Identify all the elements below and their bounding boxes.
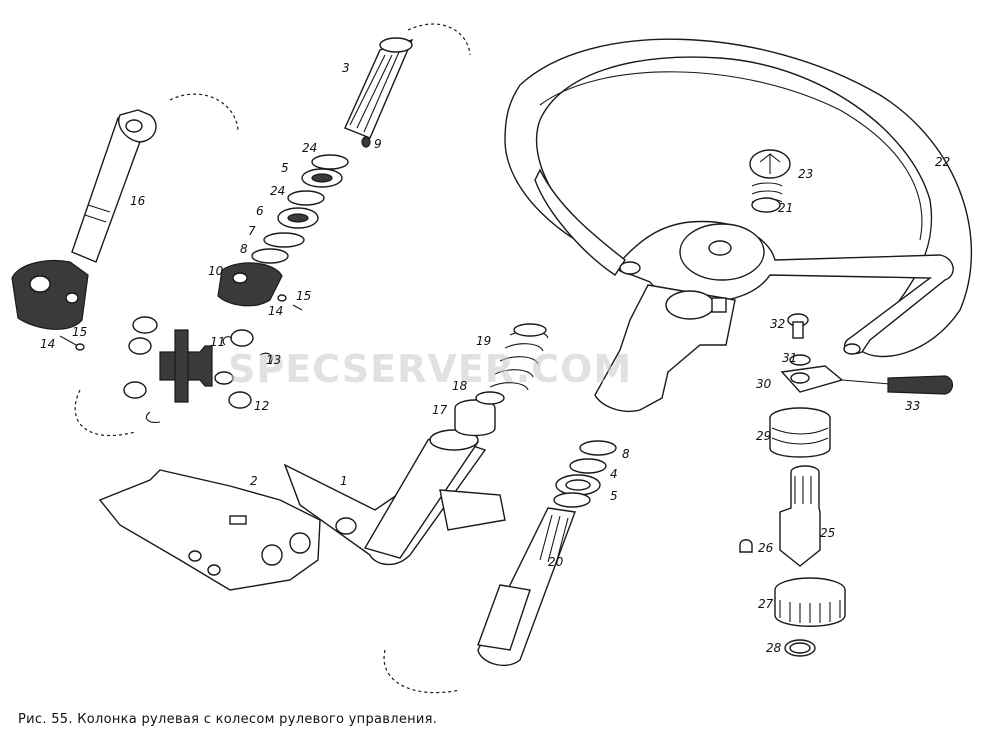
column-upper-housing	[594, 284, 736, 412]
lower-shaft-20	[477, 507, 576, 666]
callout-3: 3	[342, 61, 350, 75]
bolt-14-15-left	[59, 335, 85, 351]
callout-2: 2	[250, 474, 258, 488]
callout-7: 7	[248, 224, 256, 238]
callout-8-upper: 8	[240, 242, 248, 256]
callout-32: 32	[770, 317, 785, 331]
gear-ring-27	[774, 577, 846, 627]
woodruff-key-26	[739, 539, 753, 553]
callout-33: 33	[905, 399, 920, 413]
switch-housing-29	[769, 407, 831, 458]
callout-23: 23	[798, 167, 813, 181]
callout-11: 11	[210, 335, 225, 349]
callout-21: 21	[778, 201, 793, 215]
callout-31: 31	[782, 351, 797, 365]
callout-19: 19	[476, 334, 491, 348]
bearing-4-rings-5-8	[553, 440, 617, 508]
callout-15-upper: 15	[296, 289, 311, 303]
callout-5-upper: 5	[281, 161, 289, 175]
callout-15-left: 15	[72, 325, 87, 339]
bushing-17	[454, 399, 496, 437]
bracket-2	[98, 469, 321, 591]
cross-spider-11	[159, 329, 213, 403]
callout-14-upper: 14	[268, 304, 283, 318]
callout-5-lower: 5	[610, 489, 618, 503]
callout-29: 29	[756, 429, 771, 443]
snap-ring-28	[784, 639, 816, 657]
callout-labels: 1 2 3 4 5 5 6 7 8 8 9 10 11 12 13 14 14 …	[40, 61, 950, 655]
callout-28: 28	[766, 641, 782, 655]
callout-20: 20	[548, 555, 564, 569]
callout-14-left: 14	[40, 337, 55, 351]
steering-wheel	[504, 38, 973, 358]
lever-knob-33	[887, 375, 954, 395]
rings-24-5-6-7-8	[251, 154, 349, 264]
spring-19	[489, 323, 549, 391]
callout-24-mid: 24	[270, 184, 285, 198]
callout-24-top: 24	[302, 141, 317, 155]
bearing-cups-12	[123, 316, 254, 409]
callout-12: 12	[254, 399, 269, 413]
callout-13: 13	[266, 353, 281, 367]
callout-22: 22	[935, 155, 950, 169]
washer-31	[789, 354, 811, 366]
horn-spring	[751, 182, 783, 213]
watermark: SPECSERVER.COM	[228, 347, 632, 391]
screw-32	[787, 313, 809, 339]
intermediate-shaft-16	[11, 109, 157, 330]
ring-18	[475, 391, 505, 405]
callout-16: 16	[130, 194, 146, 208]
callout-25: 25	[820, 526, 835, 540]
callout-17: 17	[432, 403, 448, 417]
callout-27: 27	[758, 597, 774, 611]
callout-8-lower: 8	[622, 447, 630, 461]
callout-1: 1	[340, 474, 348, 488]
splined-shaft-3	[344, 37, 414, 139]
upper-shaft-25	[779, 465, 821, 567]
assembly-arrows	[74, 23, 471, 694]
figure-caption: Рис. 55. Колонка рулевая с колесом рулев…	[18, 712, 438, 727]
callout-18: 18	[452, 379, 468, 393]
column-tube-1	[283, 429, 506, 566]
yoke-10	[217, 262, 283, 307]
horn-button	[749, 149, 791, 179]
bolt-14-15-upper	[277, 294, 303, 311]
seal-9	[361, 136, 371, 148]
circlips-13	[145, 336, 273, 423]
callout-10: 10	[208, 264, 224, 278]
callout-30: 30	[756, 377, 772, 391]
callout-9: 9	[374, 137, 382, 151]
callout-6: 6	[256, 204, 264, 218]
callout-26: 26	[758, 541, 774, 555]
callout-4-lower: 4	[610, 467, 618, 481]
switch-lever-30	[780, 365, 891, 393]
